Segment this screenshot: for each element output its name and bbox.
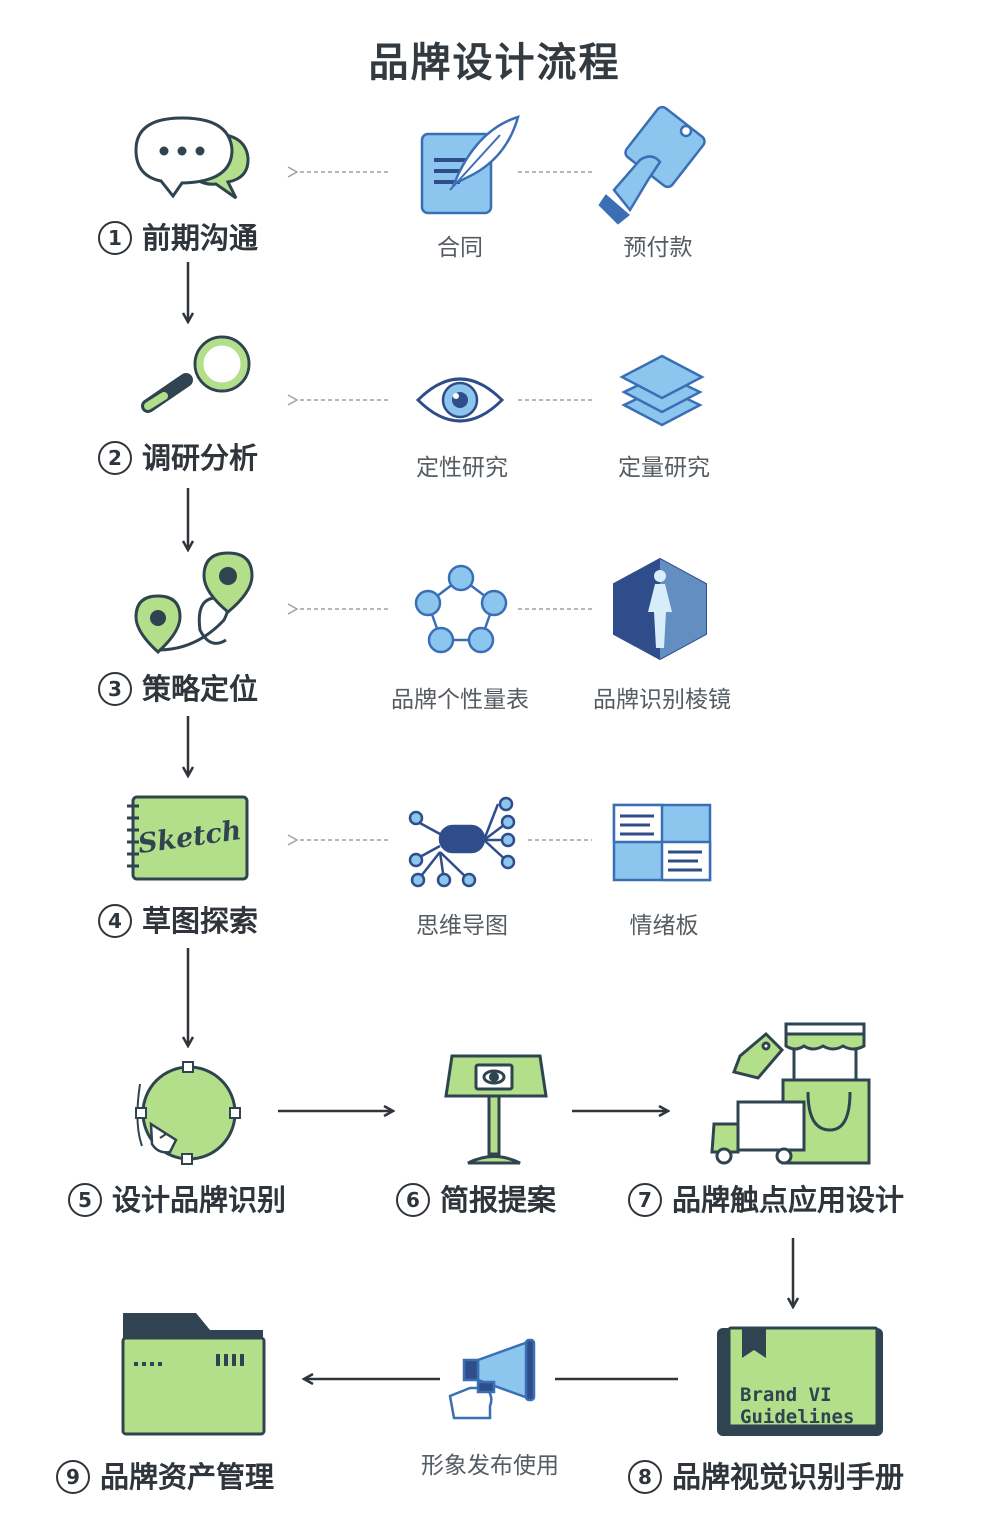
prism-hexagon-icon (613, 557, 707, 661)
step-2-number: 2 (98, 441, 132, 475)
shop-truck-icon (710, 1022, 871, 1165)
step-3-number: 3 (98, 672, 132, 706)
contract-icon (420, 115, 520, 215)
step-8-number: 8 (628, 1460, 662, 1494)
moodboard-label: 情绪板 (629, 913, 699, 939)
quantitative-label: 定量研究 (618, 455, 710, 481)
qualitative-label: 定性研究 (416, 455, 508, 481)
mind-map-icon (408, 796, 516, 888)
eye-icon (415, 377, 505, 423)
personality-scale-label: 品牌个性量表 (391, 687, 529, 713)
sketchbook-icon: Sketch (127, 795, 249, 881)
card-payment-icon (598, 105, 706, 225)
page-title: 品牌设计流程 (368, 40, 621, 86)
prism-label: 品牌识别棱镜 (593, 687, 731, 713)
step-9-number: 9 (56, 1460, 90, 1494)
presentation-stand-icon (444, 1054, 548, 1165)
publish-label: 形象发布使用 (421, 1453, 559, 1479)
step-5-number: 5 (68, 1183, 102, 1217)
prepayment-label: 预付款 (623, 235, 693, 261)
guidelines-text-2: Guidelines (740, 1406, 854, 1428)
map-pins-icon (134, 551, 254, 655)
step-7-number: 7 (628, 1183, 662, 1217)
pen-tool-icon (135, 1061, 241, 1165)
guidelines-book-icon: Brand VI Guidelines (717, 1326, 883, 1436)
step-6-number: 6 (396, 1183, 430, 1217)
mindmap-label: 思维导图 (416, 913, 508, 939)
contract-label: 合同 (437, 235, 483, 261)
step-4-number: 4 (98, 904, 132, 938)
dashed-connectors (296, 172, 592, 840)
chat-bubbles-icon (134, 116, 250, 200)
guidelines-text-1: Brand VI (740, 1384, 832, 1406)
mood-board-icon (612, 803, 712, 882)
megaphone-icon (448, 1338, 536, 1420)
folder-icon (121, 1313, 266, 1436)
step-1-number: 1 (98, 221, 132, 255)
magnifier-icon (141, 335, 251, 413)
pentagon-network-icon (414, 564, 508, 654)
layers-icon (619, 354, 705, 427)
